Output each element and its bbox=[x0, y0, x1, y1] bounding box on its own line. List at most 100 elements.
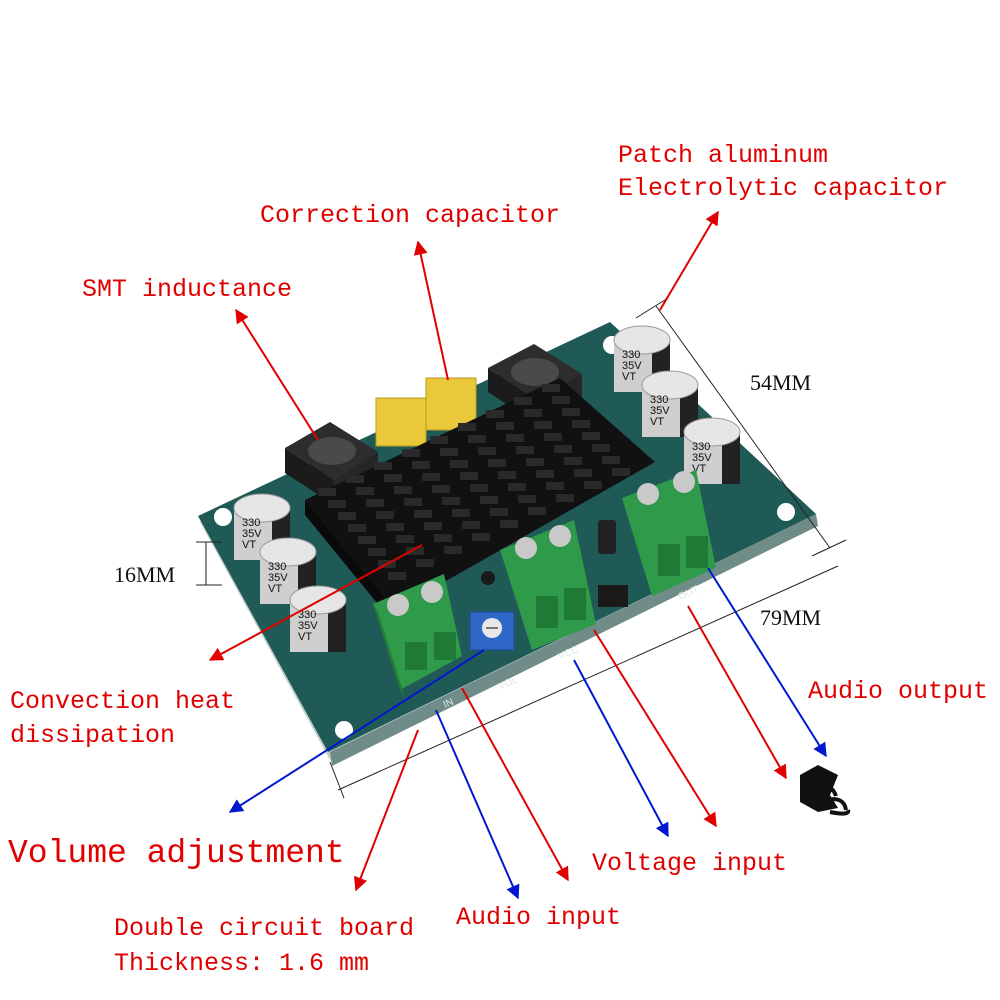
heatsink-fin bbox=[356, 487, 374, 495]
heatsink-fin bbox=[328, 500, 346, 508]
heatsink-fin bbox=[488, 459, 506, 467]
heatsink-fin bbox=[592, 444, 610, 452]
capacitor-marking: VT bbox=[242, 539, 256, 551]
heatsink-fin bbox=[516, 446, 534, 454]
heatsink-fin bbox=[396, 535, 414, 543]
arrow-capacitor bbox=[659, 210, 719, 311]
dimension-height: 54MM bbox=[635, 297, 847, 557]
capacitor-marking: VT bbox=[298, 631, 312, 643]
heatsink-fin bbox=[422, 473, 440, 481]
terminal-out bbox=[622, 470, 716, 596]
dimension-depth-label: 16MM bbox=[114, 562, 175, 587]
heatsink-fin bbox=[490, 508, 508, 516]
volume-potentiometer bbox=[469, 611, 515, 651]
heatsink-fin bbox=[452, 509, 470, 517]
arrow-audio-input-red bbox=[461, 687, 569, 882]
heatsink-fin bbox=[526, 458, 544, 466]
heatsink-fin bbox=[582, 432, 600, 440]
heatsink-fin bbox=[384, 474, 402, 482]
heatsink-fin bbox=[458, 423, 476, 431]
heatsink-fin bbox=[338, 512, 356, 520]
heatsink-fin bbox=[468, 435, 486, 443]
heatsink-fin bbox=[374, 462, 392, 470]
silk-in-label: IN bbox=[442, 697, 456, 711]
heatsink-fin bbox=[564, 457, 582, 465]
heatsink-fin bbox=[348, 524, 366, 532]
capacitor-marking: 330 bbox=[692, 441, 710, 453]
heatsink-fin bbox=[460, 472, 478, 480]
heatsink-fin bbox=[534, 421, 552, 429]
arrow-voltage-input-blue bbox=[573, 659, 669, 838]
heatsink-fin bbox=[318, 488, 336, 496]
capacitor-marking: 35V bbox=[650, 405, 670, 417]
dimension-length: 79MM bbox=[329, 565, 839, 799]
heatsink-fin bbox=[508, 483, 526, 491]
label-convection-2: dissipation bbox=[10, 721, 175, 750]
capacitor-marking: VT bbox=[268, 583, 282, 595]
label-smt-inductance: SMT inductance bbox=[82, 275, 292, 304]
label-voltage-input: Voltage input bbox=[592, 849, 787, 878]
capacitor-marking: 35V bbox=[298, 620, 318, 632]
heatsink-fin bbox=[406, 547, 424, 555]
heatsink-fin bbox=[546, 482, 564, 490]
heatsink-fin bbox=[412, 461, 430, 469]
arrow-correction bbox=[413, 240, 449, 381]
capacitor-marking: 35V bbox=[622, 360, 642, 372]
heatsink-fin bbox=[462, 521, 480, 529]
heatsink-fin bbox=[434, 534, 452, 542]
terminal-in bbox=[373, 574, 462, 698]
heatsink-fin bbox=[480, 496, 498, 504]
heatsink-fin bbox=[472, 533, 490, 541]
mount-hole bbox=[777, 503, 795, 521]
heatsink-fin bbox=[440, 448, 458, 456]
heatsink-fin bbox=[386, 523, 404, 531]
heatsink-fin bbox=[574, 469, 592, 477]
heatsink-fin bbox=[602, 456, 620, 464]
heatsink-fin bbox=[544, 433, 562, 441]
label-audio-input: Audio input bbox=[456, 903, 621, 932]
heatsink-fin bbox=[346, 475, 364, 483]
heatsink-fin bbox=[432, 485, 450, 493]
label-patch-aluminum-1: Patch aluminum bbox=[618, 141, 828, 170]
label-double-board-2: Thickness: 1.6 mm bbox=[114, 949, 369, 978]
heatsink-fin bbox=[514, 397, 532, 405]
arrow-convection bbox=[208, 544, 423, 661]
heatsink-fin bbox=[524, 409, 542, 417]
capacitor-marking: 330 bbox=[242, 517, 260, 529]
heatsink-fin bbox=[366, 499, 384, 507]
capacitor-marking: 35V bbox=[268, 572, 288, 584]
label-audio-output: Audio output bbox=[808, 677, 988, 706]
arrow-audio-output-red bbox=[687, 605, 787, 780]
heatsink-fin bbox=[416, 559, 434, 567]
correction-capacitors bbox=[375, 377, 477, 447]
heatsink-fin bbox=[424, 522, 442, 530]
capacitor-marking: 330 bbox=[650, 394, 668, 406]
label-volume-adjustment: Volume adjustment bbox=[8, 835, 345, 872]
heatsink-fin bbox=[584, 481, 602, 489]
heatsink-fin bbox=[388, 572, 406, 580]
arrow-audio-output-blue bbox=[707, 567, 827, 758]
arrow-inductance bbox=[235, 308, 319, 441]
heatsink-fin bbox=[402, 449, 420, 457]
heatsink-fin bbox=[430, 436, 448, 444]
mount-hole bbox=[335, 721, 353, 739]
dimension-length-label: 79MM bbox=[760, 605, 821, 630]
small-components bbox=[481, 520, 628, 607]
callout-arrows bbox=[208, 210, 827, 900]
heatsink-fin bbox=[486, 410, 504, 418]
label-patch-aluminum-2: Electrolytic capacitor bbox=[618, 174, 948, 203]
heatsink-fin bbox=[376, 511, 394, 519]
terminal-vcc bbox=[500, 520, 596, 650]
heatsink-fin bbox=[500, 520, 518, 528]
dimension-depth: 16MM bbox=[114, 541, 222, 587]
speaker-icon bbox=[800, 765, 851, 816]
capacitor-marking: 35V bbox=[242, 528, 262, 540]
heatsink-fin bbox=[554, 445, 572, 453]
mount-hole bbox=[214, 508, 232, 526]
heatsink-fin bbox=[556, 494, 574, 502]
capacitor-marking: 330 bbox=[298, 609, 316, 621]
